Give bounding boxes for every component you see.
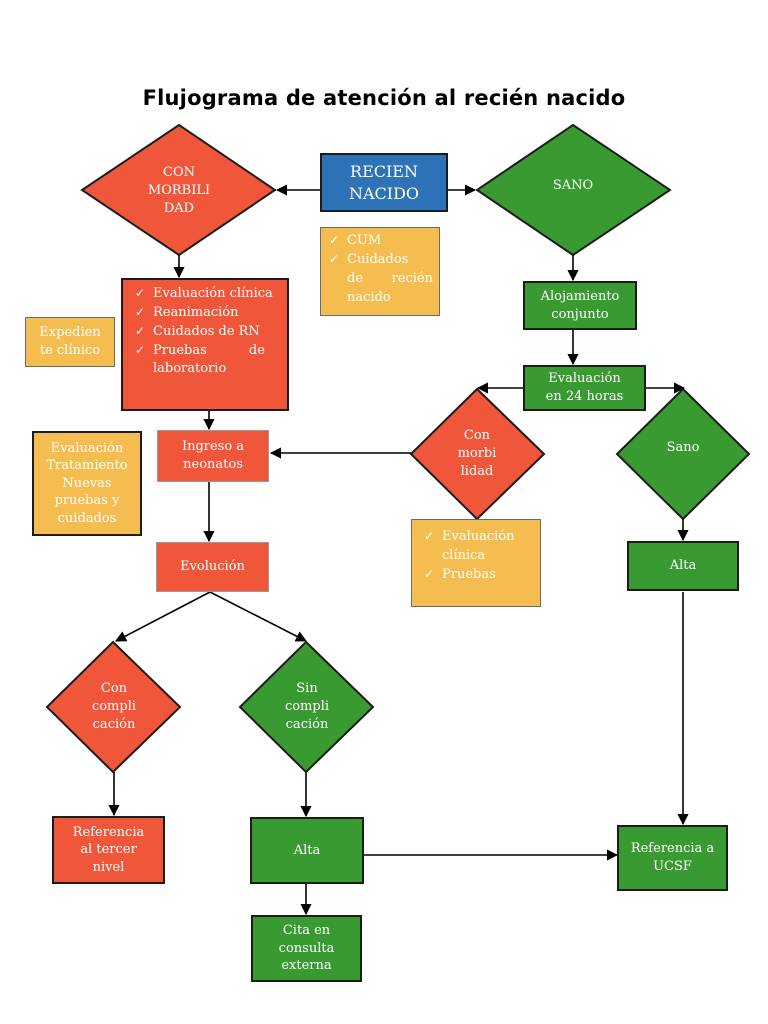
con-morbilidad-mid-label: Con morbi lidad xyxy=(457,427,497,480)
referencia-ucsf-box: Referencia a UCSF xyxy=(617,825,728,891)
morbilidad-eval-item: Evaluación clínica xyxy=(131,285,279,304)
morbilidad-evaluacion-box: Evaluación clínica Reanimación Cuidados … xyxy=(121,278,289,411)
alta-bottom-box: Alta xyxy=(250,817,364,884)
morbilidad-eval-item: Reanimación xyxy=(131,304,279,323)
diagram-title: Flujograma de atención al recién nacido xyxy=(142,86,626,110)
morbilidad-eval-item: Cuidados de RN xyxy=(131,323,279,342)
alojamiento-conjunto-box: Alojamiento conjunto xyxy=(523,281,637,330)
cum-note: CUM Cuidados de recién nacido xyxy=(320,227,440,316)
morbilidad-eval-item: Pruebas de laboratorio xyxy=(131,342,279,380)
sano-top-label: SANO xyxy=(552,177,594,193)
evaluacion-pruebas-item: Evaluación clínica xyxy=(420,528,532,566)
ingreso-neonatos-box: Ingreso a neonatos xyxy=(157,430,269,482)
cum-item: CUM xyxy=(325,232,433,251)
evaluacion-pruebas-note: Evaluación clínica Pruebas xyxy=(411,519,541,607)
sano-mid-label: Sano xyxy=(666,439,700,455)
evaluacion-pruebas-item: Pruebas xyxy=(420,566,532,585)
recien-nacido-box: RECIEN NACIDO xyxy=(320,153,448,212)
arrow-evolucion-to-sin-complicacion xyxy=(209,591,307,642)
decision-con-complicacion xyxy=(45,640,182,774)
cita-consulta-externa-box: Cita en consulta externa xyxy=(251,915,362,982)
evaluacion-24-horas-box: Evaluación en 24 horas xyxy=(523,365,646,411)
alta-right-box: Alta xyxy=(627,541,739,591)
referencia-tercer-nivel-box: Referencia al tercer nivel xyxy=(52,816,165,884)
con-morbilidad-top-label: CON MORBILI DAD xyxy=(147,164,211,217)
evolucion-box: Evolución xyxy=(156,542,269,592)
sin-complicacion-label: Sin compli cación xyxy=(284,680,330,733)
expediente-clinico-note: Expedien te clínico xyxy=(25,317,115,367)
cum-item: Cuidados de recién nacido xyxy=(325,251,433,308)
con-complicacion-label: Con compli cación xyxy=(91,680,137,733)
evaluacion-tratamiento-note: Evaluación Tratamiento Nuevas pruebas y … xyxy=(32,431,142,536)
arrow-evolucion-to-con-complicacion xyxy=(115,591,211,642)
